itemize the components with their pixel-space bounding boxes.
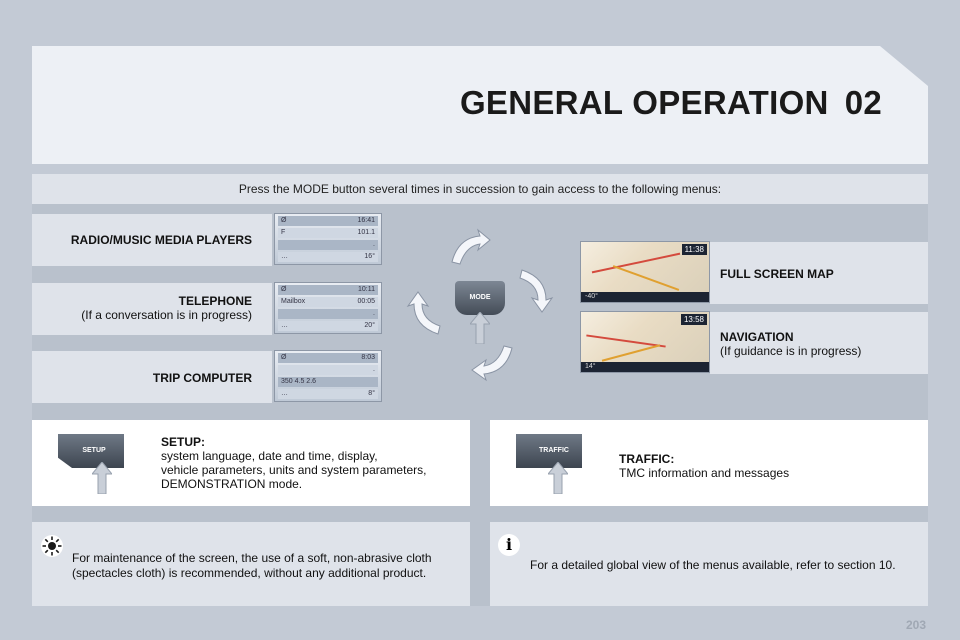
navigation-band <box>710 312 928 374</box>
maintenance-note <box>32 522 470 606</box>
trip-band <box>32 351 272 403</box>
setup-text: SETUP: system language, date and time, d… <box>161 435 427 491</box>
chapter-number: 02 <box>844 84 882 121</box>
radio-band <box>32 214 272 266</box>
traffic-button-label: TRAFFIC <box>539 447 569 454</box>
press-arrow-icon <box>470 312 490 344</box>
title-text: GENERAL OPERATION <box>459 84 829 121</box>
trip-label: TRIP COMPUTER <box>152 371 252 385</box>
traffic-button[interactable] <box>516 434 582 468</box>
telephone-label: TELEPHONE(If a conversation is in progre… <box>81 294 252 322</box>
traffic-text: TRAFFIC: TMC information and messages <box>619 452 790 480</box>
traffic-press-arrow-icon <box>548 462 568 494</box>
cycle-arrow-left-icon <box>406 291 441 335</box>
setup-button-label: SETUP <box>82 447 106 454</box>
fullmap-label: FULL SCREEN MAP <box>720 267 834 281</box>
fullmap-band <box>710 242 928 304</box>
intro-text: Press the MODE button several times in s… <box>32 174 928 204</box>
setup-button[interactable] <box>58 434 124 468</box>
navigation-screen: 13:58 14° <box>580 311 710 373</box>
info-icon: i <box>498 534 520 556</box>
cycle-arrow-bottom-icon <box>471 345 513 382</box>
maintenance-text: For maintenance of the screen, the use o… <box>72 551 432 580</box>
info-text: For a detailed global view of the menus … <box>530 558 896 572</box>
setup-press-arrow-icon <box>92 462 112 494</box>
page-title: GENERAL OPERATION 02 <box>460 84 882 122</box>
radio-label: RADIO/MUSIC MEDIA PLAYERS <box>70 233 252 247</box>
header-banner <box>32 46 928 164</box>
fullmap-screen: 11:38 -40° <box>580 241 710 303</box>
telephone-band <box>32 283 272 335</box>
info-note <box>490 522 928 606</box>
page-number: 203 <box>905 618 926 632</box>
cycle-arrow-right-icon <box>519 269 554 313</box>
sun-icon <box>41 535 63 557</box>
cycle-arrow-top-icon <box>451 228 491 265</box>
navigation-label: NAVIGATION(If guidance is in progress) <box>720 330 862 358</box>
mode-button[interactable]: MODE <box>455 281 505 315</box>
